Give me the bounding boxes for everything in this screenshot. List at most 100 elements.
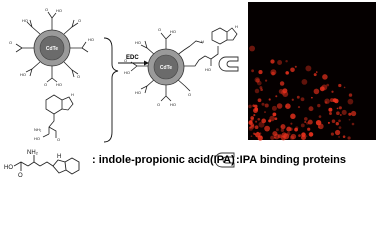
fluorescent-cell xyxy=(343,86,346,89)
fluorescent-cell xyxy=(290,135,295,140)
fluorescent-cell xyxy=(338,126,342,129)
svg-text:O: O xyxy=(57,137,60,142)
fluorescent-cell xyxy=(268,98,271,101)
fluorescent-cell xyxy=(258,70,263,75)
fluorescent-cell xyxy=(285,105,288,108)
fluorescent-cell xyxy=(254,88,260,94)
svg-text:O: O xyxy=(188,92,191,97)
fluorescent-cell xyxy=(348,93,353,97)
fluorescent-cell xyxy=(347,136,351,140)
fluorescent-cell xyxy=(269,115,275,122)
fluorescent-cell xyxy=(336,107,339,110)
quantum-dot-left: CdTe O HO HO O O HO HO O O HO xyxy=(9,7,94,87)
fluorescent-cell xyxy=(318,126,320,129)
fluorescent-cell xyxy=(300,134,307,141)
ipa-molecule-legend: HO O NH₂ H xyxy=(4,150,80,179)
fluorescent-cell xyxy=(315,119,322,126)
fluorescent-cell xyxy=(329,98,334,103)
fluorescent-cell xyxy=(296,95,300,99)
fluorescent-cell xyxy=(348,118,351,121)
fluorescent-cell xyxy=(250,117,254,121)
fluorescent-cell xyxy=(328,107,333,112)
fluorescent-cell xyxy=(304,121,307,123)
svg-text:HO: HO xyxy=(34,136,40,141)
fluorescent-cell xyxy=(280,128,285,132)
fluorescent-cell xyxy=(308,132,314,137)
wrench-icon xyxy=(218,56,239,72)
fluorescent-cell xyxy=(250,135,253,138)
svg-text:O: O xyxy=(158,27,161,32)
fluorescent-cell xyxy=(249,45,256,52)
fluorescent-cell xyxy=(334,129,341,136)
fluorescent-cell xyxy=(319,86,325,92)
fluorescent-cell xyxy=(254,104,258,109)
fluorescent-cell xyxy=(285,71,289,75)
fluorescent-cell xyxy=(255,132,261,138)
fluorescent-cell xyxy=(350,110,357,117)
fluorescent-cell xyxy=(251,69,255,73)
fluorescent-cell xyxy=(308,106,314,112)
fluorescent-cell xyxy=(259,135,263,138)
fluorescent-cell xyxy=(255,120,258,123)
figure-canvas: CdTe O HO HO O O HO HO O O HO H NH₂ HO O xyxy=(4,2,376,179)
fluorescent-cell xyxy=(315,71,318,73)
svg-text:O: O xyxy=(44,82,47,87)
fluorescent-cell xyxy=(305,135,308,138)
fluorescent-cell xyxy=(275,128,279,132)
fluorescent-cell xyxy=(338,106,342,110)
fluorescent-cell xyxy=(330,132,334,136)
svg-text:H: H xyxy=(235,24,238,29)
fluorescent-cell xyxy=(338,83,342,88)
fluorescent-cell xyxy=(286,131,291,136)
fluorescent-cell xyxy=(265,79,268,82)
fluorescent-cell xyxy=(276,103,283,109)
fluorescent-cell xyxy=(324,101,328,104)
qd-right-ligands xyxy=(130,27,238,102)
fluorescent-cell xyxy=(270,135,275,140)
fluorescent-cell xyxy=(281,132,287,138)
fluorescent-cell xyxy=(329,112,332,115)
legend-binding-text: :IPA binding proteins xyxy=(236,154,346,166)
fluorescent-cell xyxy=(254,107,259,111)
svg-text:HO: HO xyxy=(170,29,176,34)
fluorescent-cell xyxy=(294,127,298,132)
qd-left-core-label: CdTe xyxy=(46,46,58,52)
fluorescent-cell xyxy=(280,124,286,130)
fluorescent-cell xyxy=(327,121,330,124)
fluorescent-cell xyxy=(259,86,263,90)
wrench-icon-legend xyxy=(214,152,235,168)
svg-text:O: O xyxy=(124,58,127,63)
svg-text:NH₂: NH₂ xyxy=(34,127,42,132)
fluorescent-cell xyxy=(290,122,293,125)
svg-text:HO: HO xyxy=(170,102,176,107)
fluorescent-cell xyxy=(279,81,285,86)
fluorescence-cells xyxy=(248,45,357,141)
qd-right-core xyxy=(153,54,179,80)
svg-text:O: O xyxy=(77,74,80,79)
fluorescent-cell xyxy=(348,112,352,116)
quantum-dot-conjugate: CdTe O HO HO O HO HO O O HO H HO H xyxy=(124,24,238,107)
fluorescent-cell xyxy=(326,83,330,87)
fluorescent-cell xyxy=(264,103,269,108)
svg-text:HO: HO xyxy=(56,82,62,87)
fluorescent-cell xyxy=(313,73,317,77)
fluorescent-cell xyxy=(331,90,334,93)
fluorescent-cell xyxy=(280,125,283,128)
fluorescent-cell xyxy=(257,117,261,121)
svg-text:H: H xyxy=(57,154,61,160)
fluorescent-cell xyxy=(339,114,342,116)
svg-text:O: O xyxy=(18,173,23,179)
fluorescent-cell xyxy=(311,96,313,99)
qd-right-core-label: CdTe xyxy=(160,65,172,71)
fluorescent-cell xyxy=(290,113,296,120)
fluorescent-cell xyxy=(291,98,294,101)
figure-svg: CdTe O HO HO O O HO HO O O HO H NH₂ HO O xyxy=(4,2,376,179)
fluorescent-cell xyxy=(264,111,266,114)
svg-text:HO: HO xyxy=(135,40,141,45)
svg-text:HO: HO xyxy=(88,37,94,42)
svg-text:HO: HO xyxy=(56,8,62,13)
fluorescent-cell xyxy=(336,111,340,116)
svg-text:H: H xyxy=(71,92,74,97)
fluorescent-cell xyxy=(250,124,255,129)
svg-text:HO: HO xyxy=(205,67,211,72)
